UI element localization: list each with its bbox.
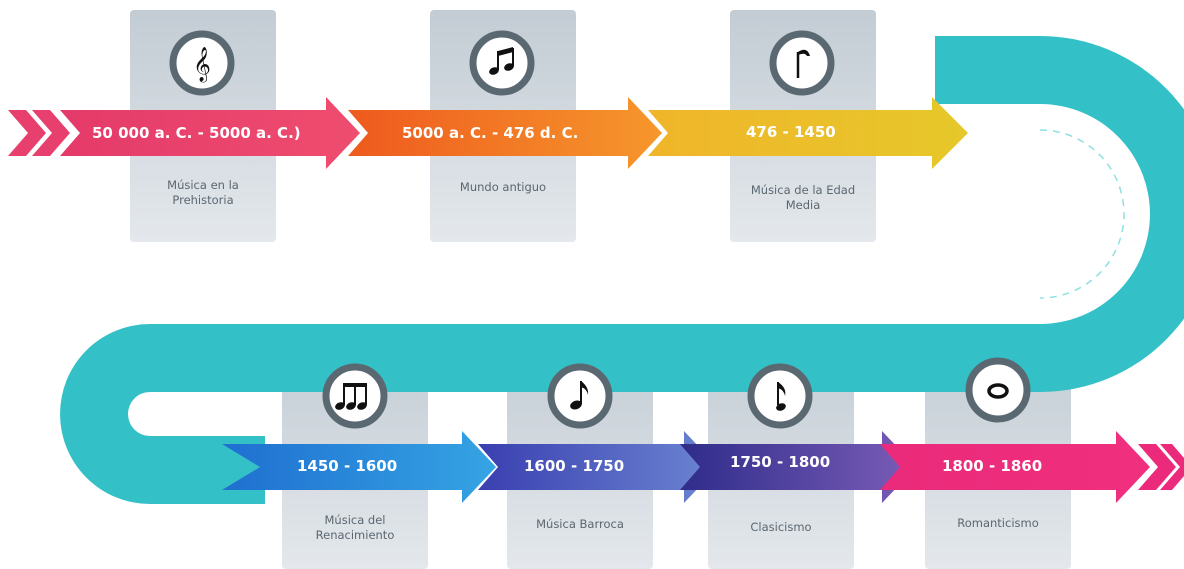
arrow-clasicismo (680, 431, 916, 503)
date-romanticismo: 1800 - 1860 (942, 457, 1043, 475)
arrow-romanticismo (880, 431, 1150, 503)
eighth-note-icon (545, 361, 615, 431)
svg-text:𝄞: 𝄞 (193, 47, 211, 83)
date-barroca: 1600 - 1750 (524, 457, 625, 475)
label-prehistoria: Música en la Prehistoria (167, 178, 239, 207)
triplet-notes-icon (320, 361, 390, 431)
whole-note-icon (963, 355, 1033, 425)
date-edad-media: 476 - 1450 (746, 123, 836, 141)
arrow-renacimiento (222, 431, 496, 503)
beamed-notes-icon (467, 28, 537, 98)
date-mundo-antiguo: 5000 a. C. - 476 d. C. (402, 124, 579, 142)
label-mundo-antiguo: Mundo antiguo (459, 180, 547, 194)
arrow-antiguo (348, 97, 662, 169)
end-chevron (1138, 444, 1176, 490)
date-prehistoria: 50 000 a. C. - 5000 a. C.) (92, 124, 301, 142)
label-barroca: Música Barroca (536, 517, 624, 531)
arrow-prehistoria (60, 97, 360, 169)
arrow-barroca (478, 431, 718, 503)
label-romanticismo: Romanticismo (957, 516, 1039, 530)
stemmed-note-icon (767, 28, 837, 98)
label-edad-media: Música de la Edad Media (750, 183, 856, 212)
treble-clef-icon: 𝄞 (167, 28, 237, 98)
label-clasicismo: Clasicismo (750, 520, 812, 534)
date-clasicismo: 1750 - 1800 (730, 453, 831, 471)
date-renacimiento: 1450 - 1600 (297, 457, 398, 475)
start-chevron (8, 110, 46, 156)
arrow-medieval (648, 97, 968, 169)
road-right-curve (60, 36, 1184, 504)
label-renacimiento: Música del Renacimiento (315, 513, 395, 542)
sixteenth-note-icon (745, 361, 815, 431)
